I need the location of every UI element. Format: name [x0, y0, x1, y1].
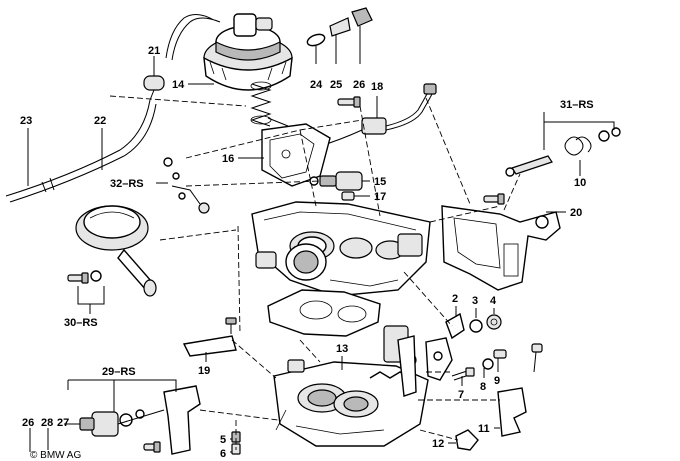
assembly-dashed-lines — [109, 95, 521, 450]
callout-27: 27 — [57, 417, 69, 429]
screw-9-top — [493, 349, 507, 359]
sensor-18 — [319, 83, 437, 147]
callout-13: 13 — [336, 343, 348, 355]
callout-30rs: 30–RS — [64, 317, 98, 329]
gasket — [267, 289, 381, 337]
carburetor-upper-body — [251, 201, 431, 297]
spring-assembly-31rs — [505, 127, 621, 177]
callout-25: 25 — [330, 79, 342, 91]
nut-4 — [486, 314, 502, 330]
callout-9: 9 — [494, 375, 500, 387]
callout-28: 28 — [41, 417, 53, 429]
fitting-17 — [341, 191, 355, 201]
callout-21: 21 — [148, 45, 160, 57]
callout-20: 20 — [570, 207, 582, 219]
callout-11: 11 — [478, 423, 490, 435]
bracket-16 — [261, 123, 331, 187]
clip-25 — [329, 17, 351, 37]
callout-26-top: 26 — [353, 79, 365, 91]
callout-5: 5 — [220, 434, 226, 446]
throttle-lever — [425, 337, 453, 381]
callout-14: 14 — [172, 79, 185, 91]
callout-labels: 21 14 24 25 26 18 23 22 16 32–RS 15 17 3… — [20, 45, 594, 460]
screw-7 — [451, 367, 475, 381]
callout-23: 23 — [20, 115, 32, 127]
callout-3: 3 — [472, 295, 478, 307]
screw-above-20 — [483, 193, 505, 205]
clip-12 — [455, 429, 479, 451]
choke-assembly-29rs — [79, 385, 201, 455]
o-ring-24 — [306, 33, 326, 47]
screw-9 — [531, 343, 543, 373]
washer-3 — [469, 319, 483, 333]
callout-4: 4 — [490, 295, 497, 307]
callout-24: 24 — [310, 79, 323, 91]
callout-31rs: 31–RS — [560, 99, 594, 111]
screw-near-18 — [337, 96, 361, 108]
bracket-19 — [182, 335, 237, 357]
cap-26-top — [351, 7, 373, 27]
carburetor-lower-body — [273, 325, 429, 447]
lever-2 — [445, 312, 465, 340]
linkage-32rs — [163, 157, 210, 214]
bracket-plate-20 — [441, 205, 561, 291]
callout-16: 16 — [222, 153, 234, 165]
hose-22-23 — [5, 99, 157, 203]
choke-pulldown-30rs — [67, 205, 157, 297]
copyright-label: © BMW AG — [30, 450, 81, 461]
vacuum-actuator-14 — [203, 13, 293, 127]
callout-12: 12 — [432, 438, 444, 450]
callout-18: 18 — [371, 81, 383, 93]
bracket-11 — [497, 387, 527, 437]
callout-7: 7 — [458, 389, 464, 401]
callout-26-bottom: 26 — [22, 417, 34, 429]
callout-8: 8 — [480, 381, 486, 393]
leader-lines — [27, 26, 615, 453]
vacuum-hose — [165, 14, 221, 61]
screw-19-top — [225, 317, 237, 334]
callout-17: 17 — [374, 191, 386, 203]
callout-19: 19 — [198, 365, 210, 377]
callout-22: 22 — [94, 115, 106, 127]
washer-8 — [482, 358, 494, 370]
callout-32rs: 32–RS — [110, 178, 144, 190]
callout-29rs: 29–RS — [102, 366, 136, 378]
callout-10: 10 — [574, 177, 586, 189]
callout-2: 2 — [452, 293, 458, 305]
callout-15: 15 — [374, 176, 386, 188]
callout-6: 6 — [220, 448, 226, 460]
